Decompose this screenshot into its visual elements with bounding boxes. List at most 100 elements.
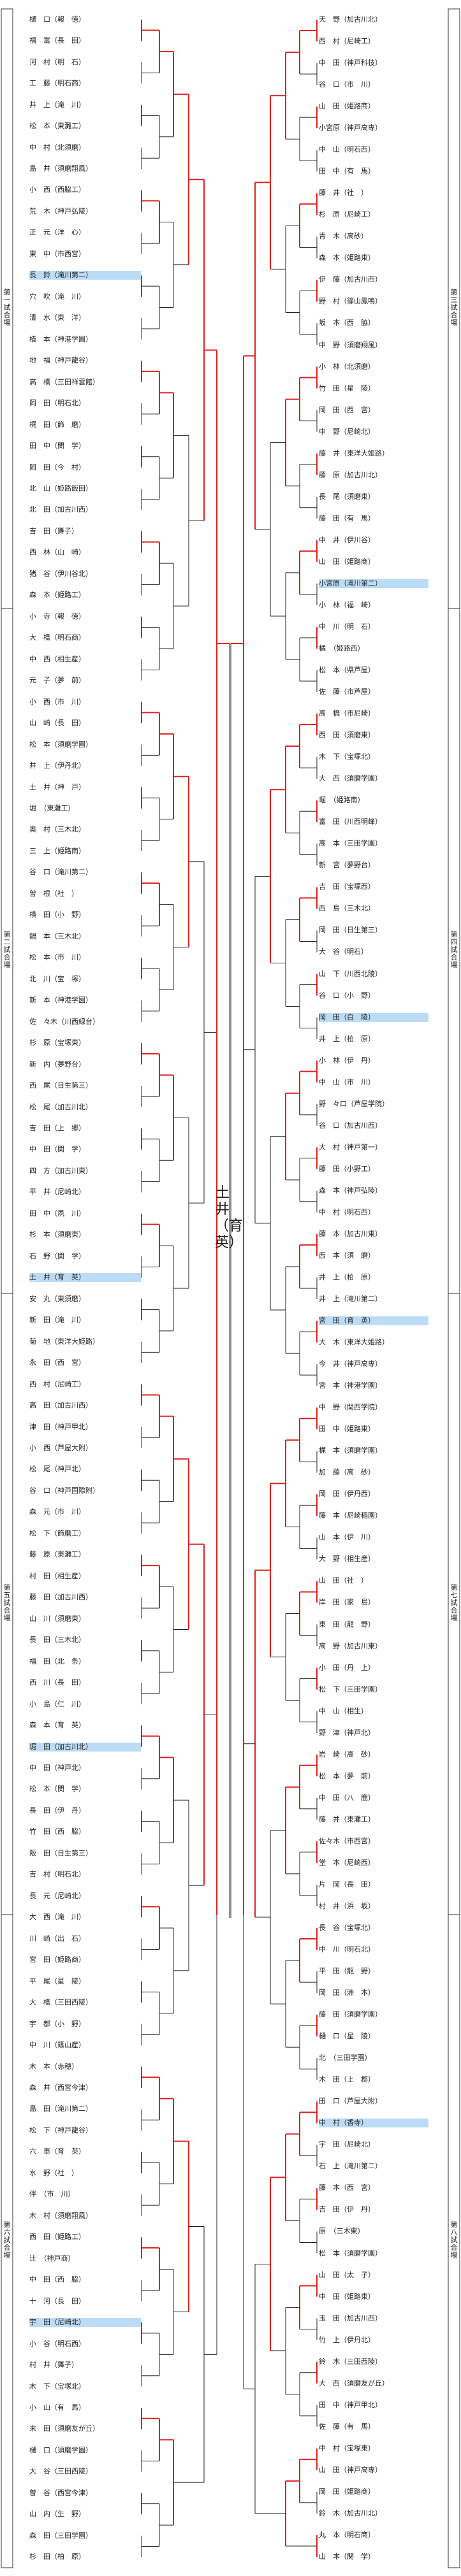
right-entry: 富 田（川西明峰）	[319, 817, 382, 826]
right-entry: 藤 本（尼崎稲園）	[319, 1511, 382, 1520]
right-entry: 谷 口（加古川西）	[319, 1121, 382, 1130]
right-entry: 松 本（夢 前）	[319, 1771, 375, 1780]
section-label: 第一試合場	[3, 287, 11, 327]
right-entry: 山 本（関 学）	[319, 2552, 375, 2561]
right-entry: 小 林（伊 丹）	[319, 1056, 375, 1065]
right-entry: 石 上（滝川第二）	[319, 2162, 382, 2171]
section-label: 第八試合場	[450, 2220, 458, 2259]
right-entry: 橘 （姫路西）	[319, 644, 365, 652]
left-entry: 松 本（市 川）	[29, 953, 85, 962]
right-entry: 竹 田（星 陵）	[319, 384, 375, 392]
right-entry: 杉 原（尼崎工）	[319, 210, 375, 219]
left-entry: 土 井（育 英）	[29, 1273, 141, 1283]
right-entry: 山 田（神戸高専）	[319, 2465, 382, 2474]
left-entry: 伴 （市 川）	[29, 2190, 75, 2199]
right-entry: 高 野（加古川東）	[319, 1641, 382, 1650]
left-entry: 高 橋（三田祥雲館）	[29, 377, 99, 386]
section-frame	[1, 1914, 13, 2568]
left-entry: 河 村（明 石）	[29, 57, 85, 66]
right-entry: 新 宮（夢野台）	[319, 861, 375, 870]
left-entry: 猪 谷（伊川谷北）	[29, 569, 92, 578]
left-entry: 土 井（神 戸）	[29, 782, 85, 791]
right-entry: 堀 （姫路南）	[319, 796, 365, 805]
right-entry: 松 本（県芦屋）	[319, 666, 375, 675]
section-label: 第六試合場	[3, 2220, 11, 2259]
right-entry: 岡 田（姫路商）	[319, 2487, 375, 2496]
right-entry: 岩 崎（高 砂）	[319, 1750, 375, 1759]
left-entry: 杉 田（柏 原）	[29, 2552, 85, 2561]
right-entry: 藤 田（須磨学園）	[319, 2010, 382, 2019]
left-entry: 高 田（加古川西）	[29, 1401, 92, 1410]
right-entry: 佐 藤（有 馬）	[319, 2422, 375, 2431]
left-entry: 西 村（尼崎工）	[29, 1379, 85, 1388]
right-entry: 井 上（柏 原）	[319, 1272, 375, 1281]
left-entry: 小 寺（報 徳）	[29, 612, 85, 621]
right-entry: 松 本（須磨学園）	[319, 2249, 382, 2257]
left-entry: 西 尾（日生第三）	[29, 1081, 92, 1090]
right-entry: 中 山（市 川）	[319, 1077, 375, 1086]
left-entry: 地 福（神戸龍谷）	[29, 356, 92, 365]
left-entry: 東 中（市西宮）	[29, 249, 85, 258]
right-entry: 森 本（神戸弘陵）	[319, 1186, 382, 1195]
left-entry: 中 川（篠山産）	[29, 2041, 85, 2050]
left-entry: 元 子（夢 前）	[29, 676, 85, 685]
right-entry: 山 田（太 子）	[319, 2270, 375, 2279]
left-entry: 穴 吹（滝 川）	[29, 292, 85, 301]
right-entry: 中 村（宝塚東）	[319, 2443, 375, 2452]
section-label: 第七試合場	[450, 1583, 458, 1622]
right-entry: 木 田（上 郡）	[319, 2075, 375, 2084]
right-entry: 大 西（須磨学園）	[319, 774, 382, 783]
left-entry: 谷 口（滝川第二）	[29, 868, 92, 877]
right-entry: 宮 本（神港学園）	[319, 1381, 382, 1390]
left-entry: 四 方（加古川東）	[29, 1166, 92, 1175]
right-entry: 小宮原（神戸高専）	[319, 124, 382, 133]
left-entry: 新 田（滝 川）	[29, 1316, 85, 1325]
right-entry: 藤 井（社 ）	[319, 189, 368, 198]
left-entry: 森 本（姫路工）	[29, 591, 85, 600]
right-entry: 山 本（伊 川）	[319, 1533, 375, 1542]
right-entry: 平 田（龍 野）	[319, 1967, 375, 1976]
right-entry: 長 谷（宝塚北）	[319, 1924, 375, 1932]
right-entry: 樋 口（星 陵）	[319, 2032, 375, 2041]
right-entry: 田 中（姫路東）	[319, 1425, 375, 1434]
right-entry: 中 井（伊川谷）	[319, 535, 375, 544]
right-entry: 中 野（関西学院）	[319, 1403, 382, 1412]
left-entry: 木 下（宝塚北）	[29, 2382, 85, 2391]
right-entry: 西 村（尼崎工）	[319, 37, 375, 46]
right-entry: 中 山（明石西）	[319, 145, 375, 154]
right-entry: 中 村（香寺）	[319, 2119, 428, 2128]
left-entry: 奥 村（三木北）	[29, 825, 85, 834]
right-entry: 片 岡（長 田）	[319, 1880, 375, 1889]
left-entry: 山 川（須磨東）	[29, 1614, 85, 1623]
right-entry: 田 中（有 馬）	[319, 167, 375, 176]
left-entry: 堀 田（加古川北）	[29, 1742, 141, 1752]
left-entry: 石 野（関 学）	[29, 1251, 85, 1260]
left-entry: 堀 （東灘工）	[29, 804, 75, 812]
section-frame	[448, 1914, 460, 2568]
left-entry: 竹 田（西 脇）	[29, 1827, 85, 1836]
right-entry: 玉 田（加古川西）	[319, 2313, 382, 2322]
left-entry: 山 内（生 野）	[29, 2510, 85, 2519]
left-entry: 福 田（北 条）	[29, 1657, 85, 1666]
right-entry: 野 村（篠山鳳鳴）	[319, 297, 382, 306]
left-entry: 島 田（滝川第二）	[29, 2105, 92, 2113]
right-entry: 北 （三田学園）	[319, 2054, 372, 2062]
right-entry: 梶 本（須磨学園）	[319, 1446, 382, 1455]
left-entry: 荒 木（神戸弘陵）	[29, 206, 92, 215]
right-entry: 中 田（八 鹿）	[319, 1793, 375, 1802]
right-entry: 岸 田（家 島）	[319, 1598, 375, 1607]
right-entry: 鈴 木（三田西陵）	[319, 2357, 382, 2366]
left-entry: 森 井（西宮今津）	[29, 2083, 92, 2092]
left-entry: 森 田（三田学園）	[29, 2531, 92, 2540]
left-entry: 中 田（西 脇）	[29, 2275, 85, 2284]
right-entry: 藤 田（有 馬）	[319, 514, 375, 522]
left-entry: 樋 口（須磨学園）	[29, 2445, 92, 2454]
right-entry: 佐 藤（市芦屋）	[319, 687, 375, 696]
right-entry: 藤 原（加古川北）	[319, 470, 382, 479]
left-entry: 中 西（相生産）	[29, 654, 85, 663]
left-entry: 曽 谷（西宮今津）	[29, 2488, 92, 2497]
left-entry: 松 本（関 学）	[29, 1785, 85, 1794]
left-entry: 十 河（長 田）	[29, 2296, 85, 2305]
left-entry: 小 西（西脇工）	[29, 185, 85, 194]
right-entry: 中 村（明石西）	[319, 1207, 375, 1216]
